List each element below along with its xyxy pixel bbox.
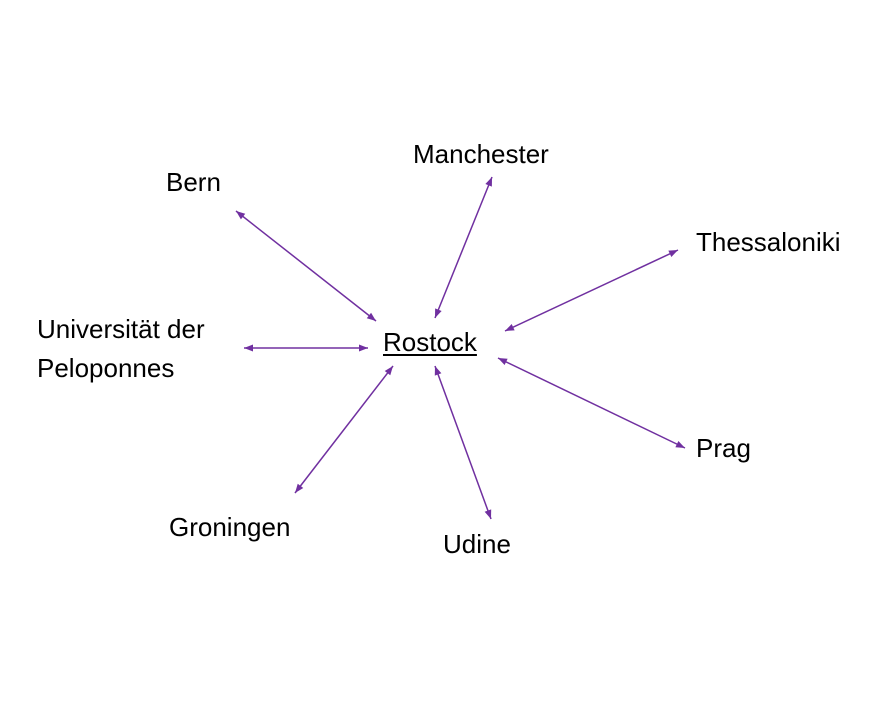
connector-prag — [497, 357, 686, 449]
node-udine: Udine — [443, 529, 511, 559]
node-thessaloniki: Thessaloniki — [696, 227, 841, 257]
connector-thessaloniki-line — [504, 249, 679, 332]
connector-manchester — [434, 176, 493, 319]
connector-peloponnes-arrowhead-end — [359, 344, 368, 352]
connector-manchester-arrowhead-start — [485, 177, 492, 187]
connector-prag-arrowhead-start — [675, 440, 685, 448]
connector-bern-arrowhead-end — [366, 312, 376, 321]
connector-udine-arrowhead-start — [484, 509, 492, 519]
connector-peloponnes — [244, 344, 368, 352]
node-manchester: Manchester — [413, 139, 549, 169]
connector-manchester-arrowhead-end — [435, 308, 442, 318]
connector-thessaloniki-arrowhead-start — [668, 250, 678, 257]
connector-thessaloniki-arrowhead-end — [505, 324, 515, 331]
connector-groningen-line — [294, 365, 394, 494]
connector-groningen-arrowhead-start — [295, 483, 304, 493]
connector-udine-arrowhead-end — [434, 366, 442, 376]
connectors — [235, 176, 686, 520]
connector-prag-arrowhead-end — [498, 358, 508, 366]
node-peloponnes-line2: Peloponnes — [37, 353, 175, 383]
node-peloponnes-line1: Universität der — [37, 314, 205, 344]
connector-groningen — [294, 365, 394, 494]
connector-peloponnes-arrowhead-start — [244, 344, 253, 352]
connector-bern-line — [235, 210, 377, 322]
connector-bern — [235, 210, 377, 322]
connector-udine-line — [434, 365, 492, 520]
node-prag: Prag — [696, 433, 751, 463]
connector-prag-line — [497, 357, 686, 449]
center-node-rostock: Rostock — [383, 327, 477, 357]
node-groningen: Groningen — [169, 512, 291, 542]
node-bern: Bern — [166, 167, 221, 197]
connector-udine — [434, 365, 492, 520]
connector-thessaloniki — [504, 249, 679, 332]
connector-groningen-arrowhead-end — [384, 366, 393, 376]
connector-bern-arrowhead-start — [236, 211, 246, 220]
connector-manchester-line — [434, 176, 493, 319]
